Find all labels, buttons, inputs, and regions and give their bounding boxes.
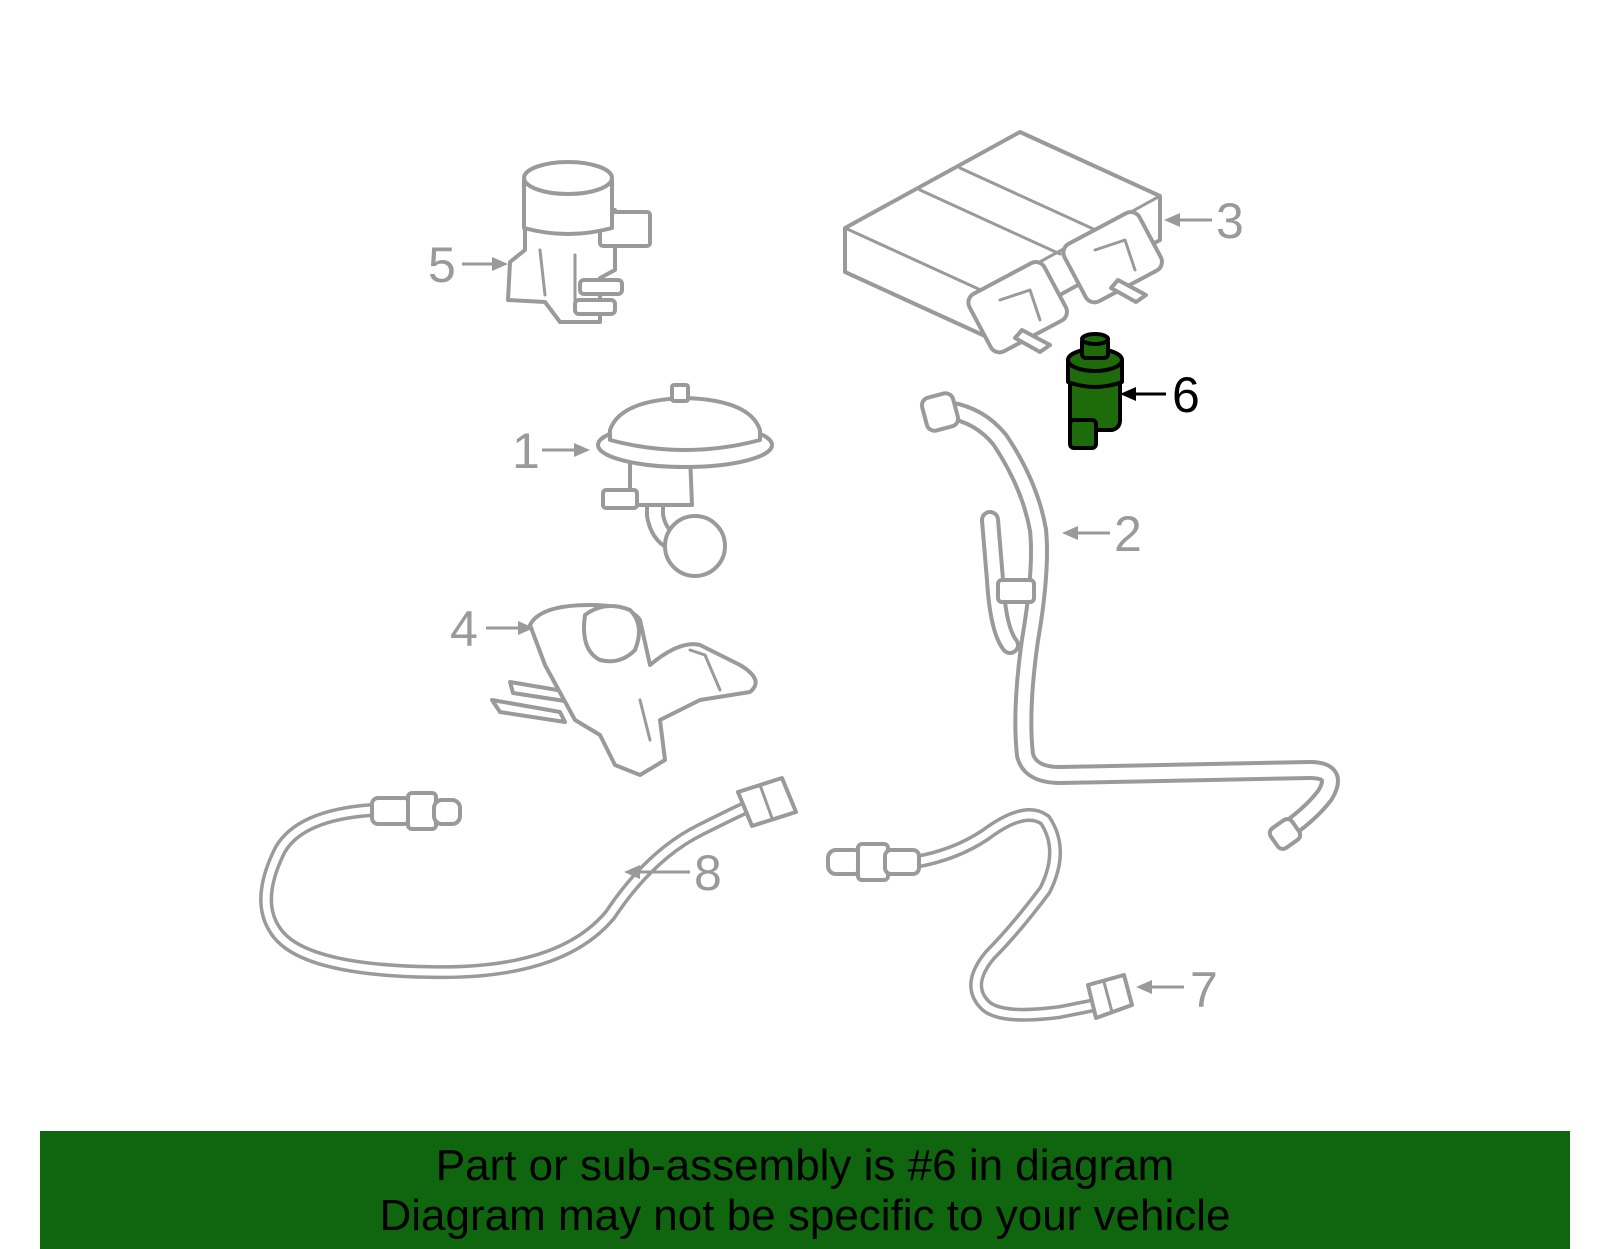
banner-line-disclaimer: Diagram may not be specific to your vehi… <box>379 1191 1231 1240</box>
callout-6-label: 6 <box>1172 367 1200 423</box>
part-6-vacuum-valve[interactable] <box>1066 332 1124 450</box>
callout-1: 1 <box>512 423 590 479</box>
part-3-charcoal-canister[interactable] <box>843 130 1165 356</box>
callout-4: 4 <box>450 601 534 657</box>
callout-2-label: 2 <box>1114 506 1142 562</box>
part-8-oxygen-sensor[interactable] <box>259 776 798 980</box>
callout-6: 6 <box>1120 367 1200 423</box>
callout-1-label: 1 <box>512 423 540 479</box>
caption-banner: Part or sub-assembly is #6 in diagram Di… <box>40 1131 1570 1249</box>
callout-7-label: 7 <box>1190 962 1218 1018</box>
callout-3: 3 <box>1164 193 1244 249</box>
callout-2: 2 <box>1062 506 1142 562</box>
parts-diagram: 5 1 4 8 <box>259 130 1340 1022</box>
callout-8: 8 <box>624 845 722 901</box>
banner-line-part-number: Part or sub-assembly is #6 in diagram <box>435 1141 1175 1190</box>
callout-3-label: 3 <box>1216 193 1244 249</box>
part-2-vacuum-hose[interactable] <box>919 391 1340 851</box>
callout-5-label: 5 <box>428 237 456 293</box>
callout-5: 5 <box>428 237 508 293</box>
part-5-vacuum-switch[interactable] <box>506 160 652 324</box>
part-1-egr-valve[interactable] <box>596 383 774 578</box>
callout-8-label: 8 <box>694 845 722 901</box>
part-4-bracket[interactable] <box>490 603 758 777</box>
callout-4-label: 4 <box>450 601 478 657</box>
part-7-oxygen-sensor[interactable] <box>826 808 1134 1022</box>
callout-7: 7 <box>1136 962 1218 1018</box>
